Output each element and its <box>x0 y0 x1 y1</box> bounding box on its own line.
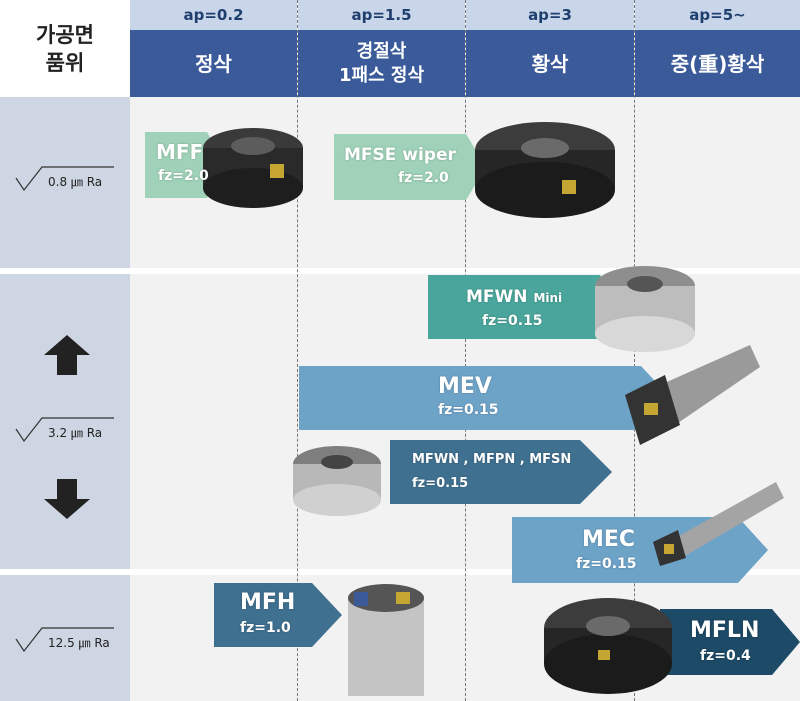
mff-fz: fz=2.0 <box>158 168 209 184</box>
arrow-up-icon <box>44 335 90 375</box>
arrow-mev <box>299 366 671 430</box>
column-header-light-cutting-line2: 1패스 정삭 <box>338 64 425 86</box>
mev-fz: fz=0.15 <box>438 402 499 418</box>
mff-name: MFF <box>156 140 204 164</box>
mfwn-mini-name: MFWN Mini <box>466 287 562 307</box>
roughness-symbol-icon <box>15 166 114 192</box>
arrow-mfh <box>214 583 342 647</box>
arrow-down-icon <box>44 479 90 519</box>
mff-cutter-icon <box>203 128 303 208</box>
mec-name: MEC <box>582 527 636 552</box>
column-divider-1 <box>297 0 298 701</box>
mfwn-group-name: MFWN , MFPN , MFSN <box>412 452 572 467</box>
roughness-row-2: 3.2 ㎛ Ra <box>14 415 126 445</box>
row-separator-2 <box>0 569 800 575</box>
arrow-mfwn-group <box>390 440 612 504</box>
row-separator-1 <box>0 268 800 274</box>
roughness-label-3: 12.5 ㎛ Ra <box>48 636 110 650</box>
surface-quality-header-line2: 품위 <box>45 50 85 75</box>
mev-name: MEV <box>438 374 492 399</box>
arrow-mfln <box>660 609 800 675</box>
mec-fz: fz=0.15 <box>576 556 637 572</box>
ap-label-col4: ap=5~ <box>635 0 800 30</box>
mfwn-group-fz: fz=0.15 <box>412 476 469 491</box>
roughness-symbol-icon <box>15 417 114 443</box>
mfwn-mini-name-main: MFWN <box>466 287 528 307</box>
mfh-cutter-icon <box>348 584 424 696</box>
mfse-cutter-icon <box>475 122 615 218</box>
roughness-label-2: 3.2 ㎛ Ra <box>48 426 103 440</box>
column-header-finishing: 정삭 <box>130 30 297 97</box>
column-header-heavy-roughing: 중(重)황삭 <box>635 30 800 97</box>
ap-label-col2: ap=1.5 <box>298 0 465 30</box>
roughness-label-1: 0.8 ㎛ Ra <box>48 175 103 189</box>
left-column-background <box>0 97 130 701</box>
column-header-light-cutting: 경절삭 1패스 정삭 <box>298 30 465 97</box>
surface-quality-header: 가공면 품위 <box>0 0 130 97</box>
mfse-name: MFSE wiper <box>344 145 456 165</box>
column-header-heavy-roughing-text: 중(重)황삭 <box>670 51 765 76</box>
column-header-finishing-text: 정삭 <box>195 51 232 76</box>
column-divider-2 <box>465 0 466 701</box>
mfln-fz: fz=0.4 <box>700 648 751 664</box>
arrow-mfwn-mini <box>428 275 620 339</box>
roughness-row-3: 12.5 ㎛ Ra <box>14 625 126 655</box>
mfln-name: MFLN <box>690 618 760 643</box>
ap-label-col1: ap=0.2 <box>130 0 297 30</box>
arrow-mfse <box>334 134 486 200</box>
mfln-cutter-icon <box>544 598 672 694</box>
mfh-name: MFH <box>240 590 296 615</box>
mev-endmill-icon <box>625 345 760 445</box>
mfwn-mini-cutter-icon <box>595 266 695 352</box>
mfh-fz: fz=1.0 <box>240 620 291 636</box>
mfwn-cutter-icon <box>293 446 381 516</box>
column-header-light-cutting-line1: 경절삭 <box>356 40 407 62</box>
column-header-roughing: 황삭 <box>466 30 634 97</box>
column-header-roughing-text: 황삭 <box>531 51 569 76</box>
ap-label-col3: ap=3 <box>466 0 634 30</box>
mec-endmill-icon <box>653 482 784 566</box>
mfse-fz: fz=2.0 <box>398 170 449 186</box>
mfwn-mini-name-suffix: Mini <box>533 291 563 305</box>
roughness-row-1: 0.8 ㎛ Ra <box>14 164 126 194</box>
roughness-symbol-icon <box>15 627 114 653</box>
mfwn-mini-fz: fz=0.15 <box>482 313 543 329</box>
surface-quality-header-line1: 가공면 <box>36 22 94 47</box>
